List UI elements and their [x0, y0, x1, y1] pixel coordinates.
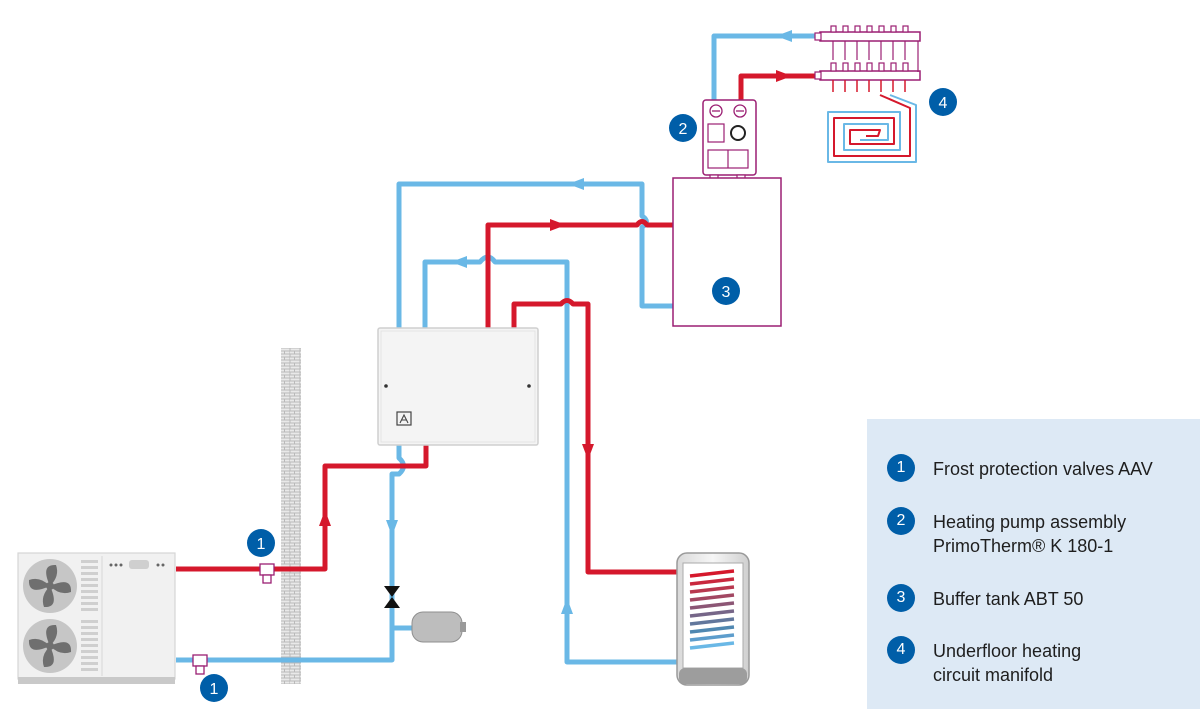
brand-logo-icon	[396, 411, 412, 426]
legend-label: Frost protection valves AAV	[933, 457, 1153, 481]
flow-arrows	[319, 30, 792, 614]
cold-pipe-buffer-to-hydraulic-top	[396, 181, 673, 330]
hydraulic-module	[377, 327, 539, 446]
outdoor-heat-pump-unit	[17, 552, 176, 684]
flow-arrow-cold	[568, 178, 584, 190]
legend-label-line: Buffer tank ABT 50	[933, 589, 1084, 609]
legend-label: Underfloor heating circuit manifold	[933, 639, 1081, 687]
flow-arrow-hot	[550, 219, 566, 231]
frost-protection-valve-top	[259, 563, 275, 584]
heat-exchanger-coil	[689, 569, 735, 650]
badge-pump-assembly: 2	[669, 114, 697, 142]
expansion-vessel	[411, 611, 466, 643]
legend-label-line: Heating pump assembly	[933, 512, 1127, 532]
underfloor-manifold	[814, 25, 921, 92]
legend-panel: 1 Frost protection valves AAV 2 Heating …	[867, 419, 1200, 709]
badge-frost-valve-bottom: 1	[200, 674, 228, 702]
hot-pipe-hydraulic-to-buffer	[485, 219, 673, 330]
svg-text:4: 4	[939, 95, 948, 112]
wall	[281, 348, 301, 684]
flow-arrow-cold	[386, 520, 398, 536]
fan-icon	[23, 559, 77, 613]
status-indicator-icon	[109, 560, 165, 569]
legend-item: 1 Frost protection valves AAV	[887, 454, 1153, 482]
flow-arrow-hot	[319, 510, 331, 526]
fan-icon	[23, 619, 77, 673]
flow-arrow-cold	[776, 30, 792, 42]
flow-arrow-hot	[582, 444, 594, 460]
legend-number-badge: 2	[887, 507, 915, 535]
legend-number-badge: 3	[887, 584, 915, 612]
cold-pipe-hydraulic-to-storage	[422, 254, 683, 665]
hot-water-storage-tank	[676, 552, 750, 686]
badge-buffer-tank: 3	[712, 277, 740, 305]
badge-manifold: 4	[929, 88, 957, 116]
hot-pipe-hydraulic-to-storage	[511, 298, 683, 575]
hot-pipe-pump-to-manifold	[738, 73, 820, 100]
flow-arrow-cold	[451, 256, 467, 268]
legend-item: 2 Heating pump assembly PrimoTherm® K 18…	[887, 507, 1126, 558]
legend-label-line: PrimoTherm® K 180-1	[933, 536, 1114, 556]
flow-arrow-cold	[561, 598, 573, 614]
legend-label: Heating pump assembly PrimoTherm® K 180-…	[933, 510, 1126, 558]
heating-pump-assembly	[702, 99, 757, 181]
svg-text:1: 1	[257, 536, 266, 553]
svg-text:2: 2	[679, 121, 688, 138]
legend-item: 4 Underfloor heating circuit manifold	[887, 636, 1081, 687]
floor-heating-coil	[827, 94, 917, 163]
legend-label-line: circuit manifold	[933, 665, 1054, 685]
flow-arrow-hot	[776, 70, 792, 82]
hot-pipe-outdoor-to-hydraulic	[176, 444, 429, 572]
svg-text:1: 1	[210, 681, 219, 698]
legend-label-line: Underfloor heating	[933, 641, 1082, 661]
hot-pipes	[176, 73, 820, 575]
badge-frost-valve-top: 1	[247, 529, 275, 557]
cold-pipe-manifold-to-pump	[711, 33, 820, 100]
shutoff-valve-icon	[384, 586, 400, 608]
legend-label: Buffer tank ABT 50	[933, 587, 1083, 611]
svg-text:3: 3	[722, 284, 731, 301]
legend-label-line: Frost protection valves AAV	[933, 459, 1153, 479]
legend-number-badge: 1	[887, 454, 915, 482]
legend-item: 3 Buffer tank ABT 50	[887, 584, 1083, 612]
legend-number-badge: 4	[887, 636, 915, 664]
frost-protection-valve-bottom	[192, 654, 208, 675]
